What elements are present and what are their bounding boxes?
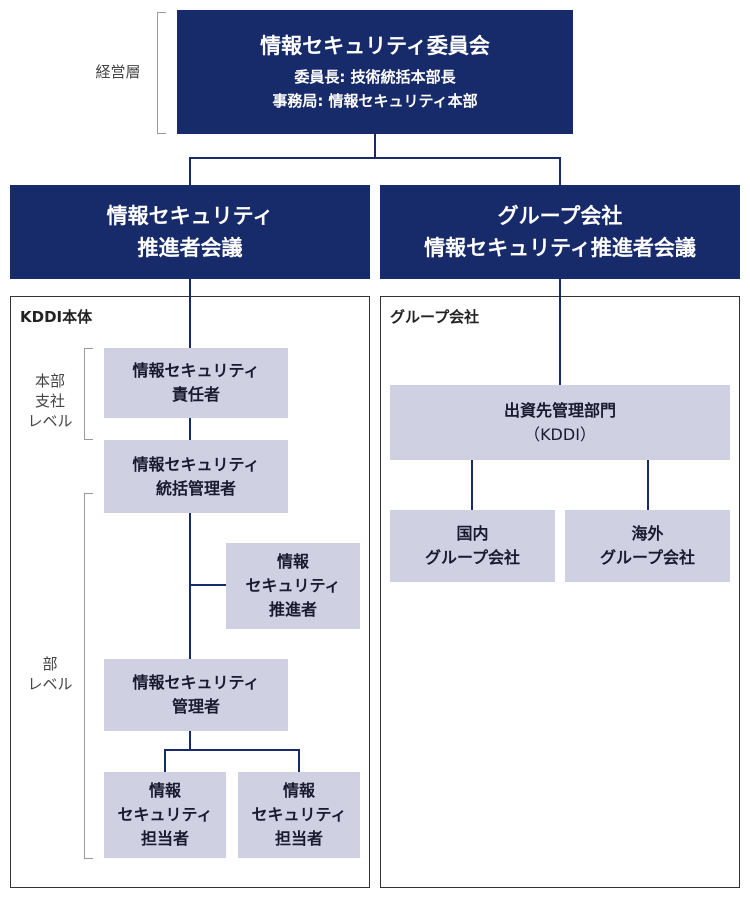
connector-to-promoter (189, 584, 226, 586)
connector-to-staff-a (164, 749, 166, 772)
hq-level-label: 本部 支社 レベル (14, 371, 86, 431)
domestic-line-2: グループ会社 (424, 548, 521, 567)
connector-to-overseas (647, 460, 649, 510)
connector-committee-down (374, 134, 376, 158)
connector-committee-horizontal (189, 157, 561, 159)
committee-title: 情報セキュリティ委員会 (260, 34, 490, 58)
promoter-line-3: 推進者 (268, 600, 317, 619)
manager-line-1: 情報セキュリティ (132, 673, 260, 692)
security-responsible-box: 情報セキュリティ 責任者 (104, 348, 288, 418)
management-level-text: 経営層 (95, 63, 141, 81)
staff-a-line-1: 情報 (148, 781, 181, 800)
connector-to-domestic (471, 460, 473, 510)
management-level-label: 経営層 (78, 62, 158, 82)
group-council-line-2: 情報セキュリティ推進者会議 (424, 236, 696, 260)
promoter-line-1: 情報 (276, 552, 309, 571)
investing-dept-line-2: （KDDI） (524, 424, 596, 444)
connector-to-staff-b (298, 749, 300, 772)
supervisor-line-1: 情報セキュリティ (132, 454, 260, 474)
staff-b-line-1: 情報 (282, 781, 315, 800)
connector-kddi-council-to-responsible (189, 279, 191, 348)
connector-manager-down (189, 731, 191, 750)
kddi-council-line-2: 推進者会議 (137, 236, 243, 260)
connector-responsible-to-supervisor (189, 418, 191, 440)
investing-dept-line-1: 出資先管理部門 (503, 400, 616, 420)
supervisor-line-2: 統括管理者 (155, 478, 236, 498)
connector-to-kddi-council (189, 157, 191, 185)
dept-level-line-1: 部 (42, 655, 58, 673)
kddi-promoter-council-box: 情報セキュリティ 推進者会議 (10, 185, 370, 279)
connector-supervisor-to-manager (189, 513, 191, 659)
security-promoter-box: 情報 セキュリティ 推進者 (226, 543, 360, 629)
hq-level-line-1: 本部 (34, 372, 65, 390)
group-council-line-1: グループ会社 (497, 204, 623, 228)
kddi-council-line-1: 情報セキュリティ (106, 204, 274, 228)
group-promoter-council-box: グループ会社 情報セキュリティ推進者会議 (380, 185, 740, 279)
hq-level-line-3: レベル (27, 412, 73, 430)
hq-level-bracket (84, 348, 93, 440)
overseas-line-2: グループ会社 (599, 548, 696, 567)
kddi-panel-label: KDDI本体 (20, 308, 93, 326)
security-committee-box: 情報セキュリティ委員会 委員長: 技術統括本部長 事務局: 情報セキュリティ本部 (177, 10, 573, 134)
domestic-group-box: 国内 グループ会社 (390, 510, 555, 582)
staff-b-line-2: セキュリティ (251, 805, 347, 824)
connector-group-council-to-investing (559, 279, 561, 385)
hq-level-line-2: 支社 (34, 392, 65, 410)
staff-b-line-3: 担当者 (274, 829, 323, 848)
connector-staff-horizontal (164, 749, 300, 751)
promoter-line-2: セキュリティ (245, 576, 341, 595)
responsible-line-1: 情報セキュリティ (132, 361, 260, 380)
manager-line-2: 管理者 (171, 697, 220, 716)
overseas-line-1: 海外 (631, 524, 664, 543)
security-staff-box-b: 情報 セキュリティ 担当者 (238, 772, 360, 858)
security-supervisor-box: 情報セキュリティ 統括管理者 (104, 440, 288, 513)
overseas-group-box: 海外 グループ会社 (565, 510, 730, 582)
committee-chair: 委員長: 技術統括本部長 (294, 68, 456, 86)
dept-level-label: 部 レベル (14, 654, 86, 694)
responsible-line-2: 責任者 (171, 385, 220, 404)
security-manager-box: 情報セキュリティ 管理者 (104, 659, 288, 731)
management-level-bracket (157, 12, 166, 134)
security-staff-box-a: 情報 セキュリティ 担当者 (104, 772, 226, 858)
dept-level-line-2: レベル (27, 675, 73, 693)
dept-level-bracket (84, 493, 93, 859)
investing-dept-box: 出資先管理部門 （KDDI） (390, 385, 730, 460)
staff-a-line-3: 担当者 (140, 829, 189, 848)
connector-to-group-council (559, 157, 561, 185)
staff-a-line-2: セキュリティ (117, 805, 213, 824)
group-panel-label: グループ会社 (390, 308, 480, 326)
committee-secretariat: 事務局: 情報セキュリティ本部 (272, 92, 478, 110)
domestic-line-1: 国内 (456, 524, 489, 543)
